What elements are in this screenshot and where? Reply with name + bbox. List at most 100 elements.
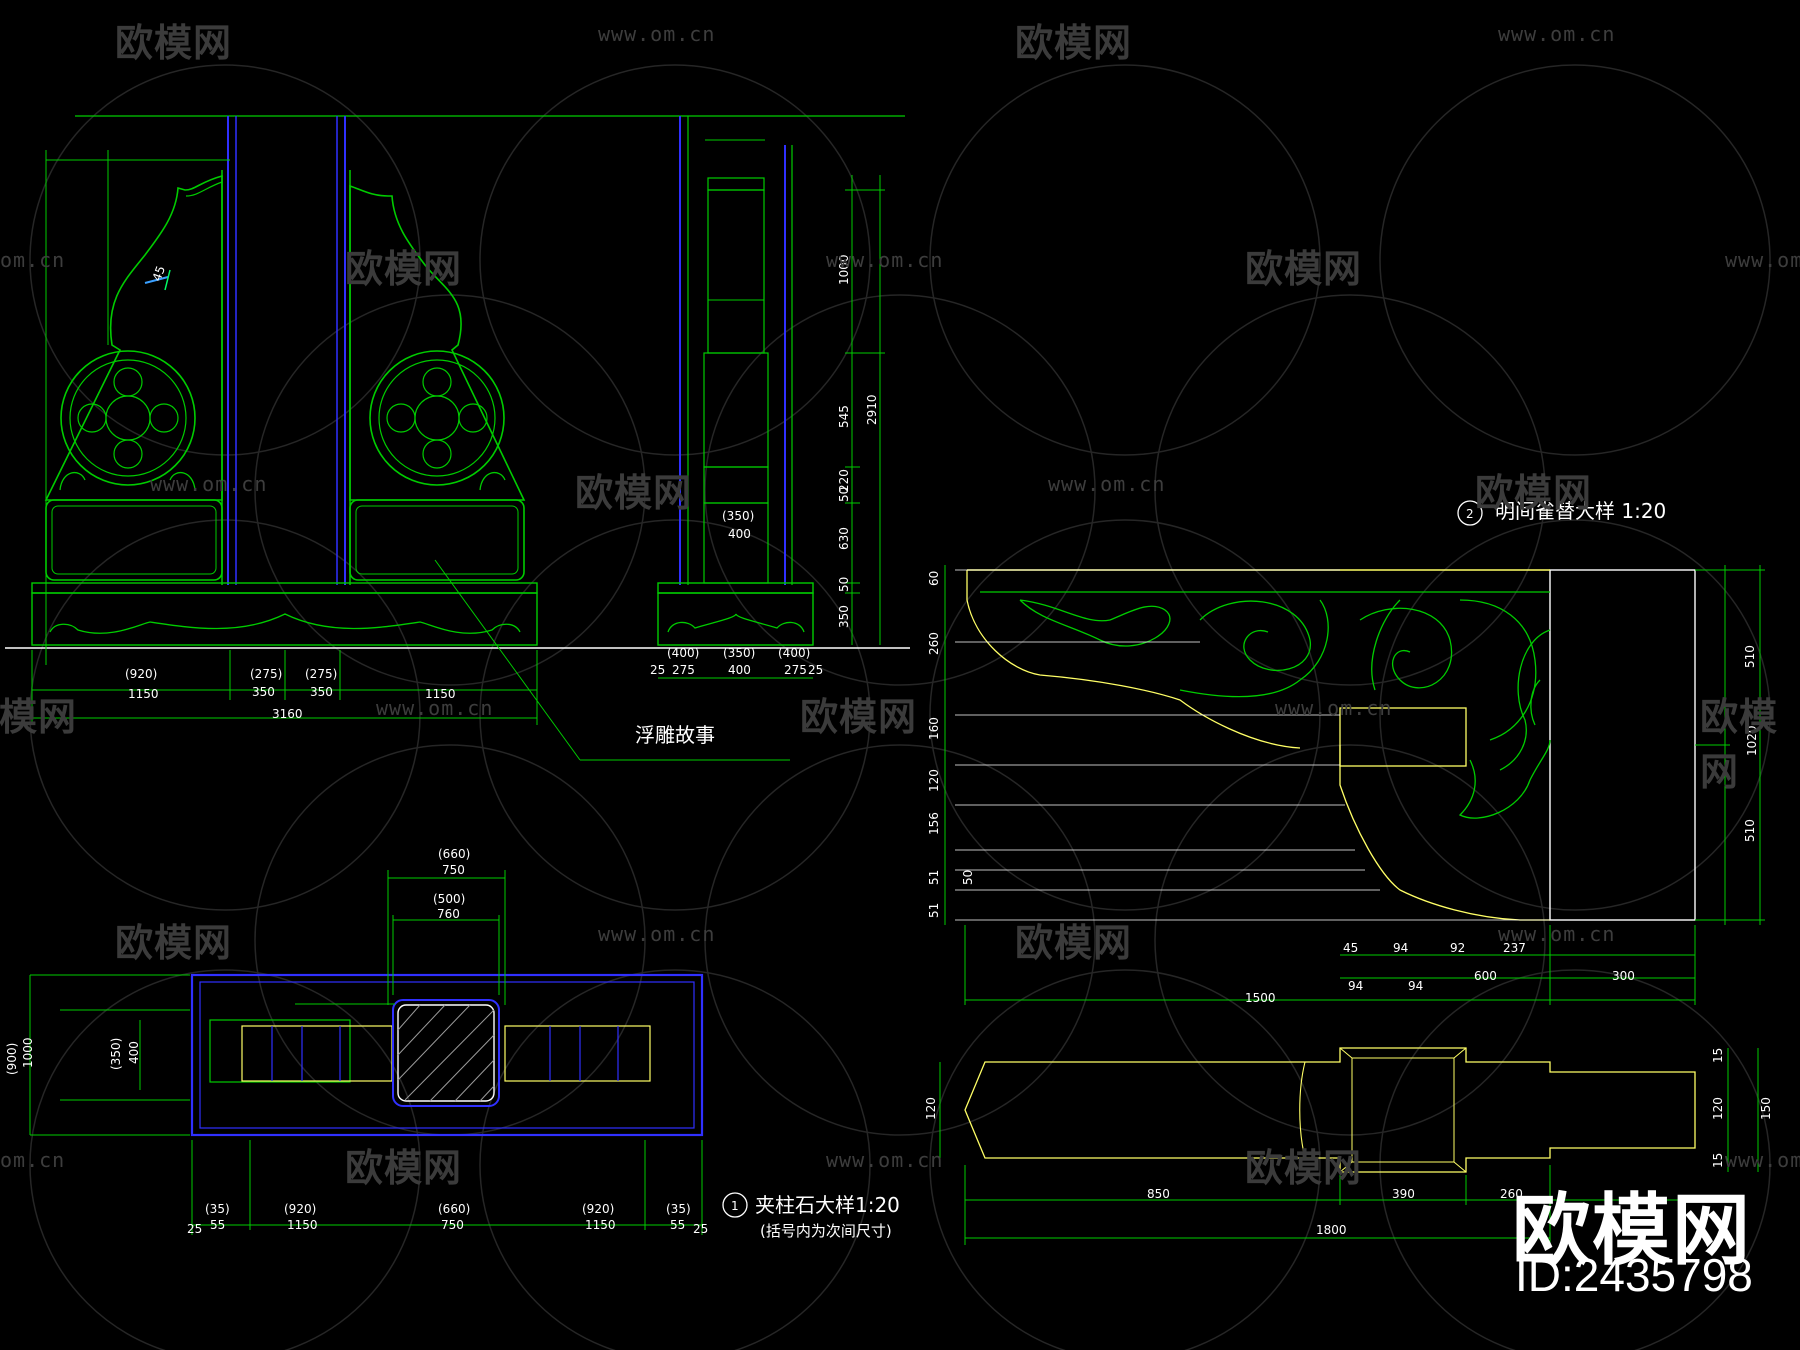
watermark-url: www.om.cn [1498, 22, 1616, 46]
dim-side-18: 350 [837, 605, 851, 628]
detail-1-number: 1 [731, 1199, 739, 1213]
dim-side-4: 275 [672, 663, 695, 677]
dim-bracket-4: 120 [927, 769, 941, 792]
watermark-logo: 欧模网 [0, 695, 78, 739]
watermark-url: om.cn [0, 1148, 66, 1172]
watermark-url: www.om.cn [1498, 922, 1616, 946]
dim-side-17: 50 [837, 577, 851, 592]
dim-front-7: 1150 [425, 687, 456, 701]
dim-front-4: 350 [252, 685, 275, 699]
watermark-url: www.om.cn [598, 22, 716, 46]
watermark-logo: 欧模网 [115, 921, 233, 965]
dim-front-9: 45 [150, 264, 168, 283]
dim-side-1: (350) [722, 509, 754, 523]
dim-bracket-8: 50 [961, 870, 975, 885]
dim-side-9: 25 [650, 663, 665, 677]
watermark-logo: 欧模网 [1015, 21, 1133, 65]
dim-plan-7: (920) [284, 1202, 316, 1216]
dim-plan-16: 25 [693, 1222, 708, 1236]
dim-side-10: 25 [808, 663, 823, 677]
dim-bracket-7: 51 [927, 903, 941, 918]
dim-plan-9: (660) [438, 1202, 470, 1216]
dim-plan-13: (35) [666, 1202, 691, 1216]
asset-id: ID:2435798 [1515, 1249, 1753, 1301]
dim-bracket-1: 60 [927, 571, 941, 586]
dim-plan-8: 1150 [287, 1218, 318, 1232]
dim-plan-15: 25 [187, 1222, 202, 1236]
dim-plan-14: 55 [670, 1218, 685, 1232]
watermark-url: www.om.cn [1048, 472, 1166, 496]
detail-1-subtitle: (括号内为次间尺寸) [760, 1222, 892, 1240]
dim-front-3: (275) [250, 667, 282, 681]
dim-plan-10: 750 [441, 1218, 464, 1232]
watermark-url: www.om.cn [826, 1148, 944, 1172]
watermark-logo: 欧模网 [1015, 921, 1133, 965]
watermark-logo: 欧模网 [800, 695, 918, 739]
dim-front-8: 3160 [272, 707, 303, 721]
dim-side-5: (350) [723, 646, 755, 660]
dim-bracket-2: 260 [927, 632, 941, 655]
dim-bracket-5: 156 [927, 812, 941, 835]
dim-side-14: 220 [837, 469, 851, 492]
dim-bracket-18: 510 [1743, 645, 1757, 668]
watermark-logo: 欧模网 [575, 471, 693, 515]
dim-front-2: 1150 [128, 687, 159, 701]
dim-side-16: 630 [837, 527, 851, 550]
dim-plan-12: 1150 [585, 1218, 616, 1232]
dim-bracket-9: 45 [1343, 941, 1358, 955]
left-clamp-stone-outline [44, 174, 223, 501]
dim-bracket-16: 300 [1612, 969, 1635, 983]
watermark-logo: 欧模网 [115, 21, 233, 65]
dim-plan-19: (900) [5, 1043, 19, 1075]
bracket-elevation: 2 明间雀替大样 1:20 [927, 499, 1765, 1005]
dim-bracket-10: 94 [1393, 941, 1408, 955]
dim-bplan-6: 15 [1711, 1048, 1725, 1063]
watermark-url: www.om.cn [376, 696, 494, 720]
detail-2-title: 明间雀替大样 1:20 [1495, 499, 1666, 523]
watermark-url: www.om.cn [1725, 248, 1800, 272]
watermark-url: www.om.cn [826, 248, 944, 272]
dim-side-2: 400 [728, 527, 751, 541]
dim-plan-1: (660) [438, 847, 470, 861]
front-elevation: (920) 1150 (275) 350 (275) 350 1150 3160… [5, 115, 910, 761]
detail-1-marker [722, 1192, 748, 1218]
dim-plan-18: 400 [127, 1041, 141, 1064]
watermark-logo: 欧模网 [1245, 247, 1363, 291]
dim-bplan-1: 120 [924, 1097, 938, 1120]
dim-plan-3: (500) [433, 892, 465, 906]
right-clamp-stone-outline [349, 184, 526, 501]
dim-bplan-9: 15 [1711, 1153, 1725, 1168]
dim-plan-11: (920) [582, 1202, 614, 1216]
dim-bracket-19: 1020 [1745, 725, 1759, 756]
dim-side-15: 50 [837, 487, 851, 502]
dim-plan-4: 760 [437, 907, 460, 921]
dim-front-5: (275) [305, 667, 337, 681]
dim-bplan-4: 260 [1500, 1187, 1523, 1201]
dim-front-6: 350 [310, 685, 333, 699]
bracket-plan: 120 850 390 260 1800 15 120 150 15 [924, 1047, 1773, 1245]
dim-bplan-7: 120 [1711, 1097, 1725, 1120]
dim-bplan-8: 150 [1759, 1097, 1773, 1120]
watermark-url: www.om.cn [150, 472, 268, 496]
dim-side-3: (400) [667, 646, 699, 660]
watermark-url: www.om.cn [598, 922, 716, 946]
dim-plan-5: (35) [205, 1202, 230, 1216]
dim-side-13: 2910 [865, 394, 879, 425]
dim-bracket-15: 600 [1474, 969, 1497, 983]
watermark-logo: 欧模网 [345, 247, 463, 291]
dim-bracket-6: 51 [927, 870, 941, 885]
dim-plan-20: 1000 [21, 1037, 35, 1068]
dim-bplan-2: 850 [1147, 1187, 1170, 1201]
dim-bplan-5: 1800 [1316, 1223, 1347, 1237]
dim-side-12: 545 [837, 405, 851, 428]
dim-bracket-17: 1500 [1245, 991, 1276, 1005]
dim-side-6: 400 [728, 663, 751, 677]
dim-plan-2: 750 [442, 863, 465, 877]
dim-bracket-20: 510 [1743, 819, 1757, 842]
dim-bracket-12: 237 [1503, 941, 1526, 955]
watermark-logo: 欧模网 [1475, 471, 1593, 515]
brand-logo: 欧模网 [1512, 1186, 1753, 1276]
relief-note: 浮雕故事 [635, 723, 715, 747]
watermark-url: www.om.cn [1725, 1148, 1800, 1172]
